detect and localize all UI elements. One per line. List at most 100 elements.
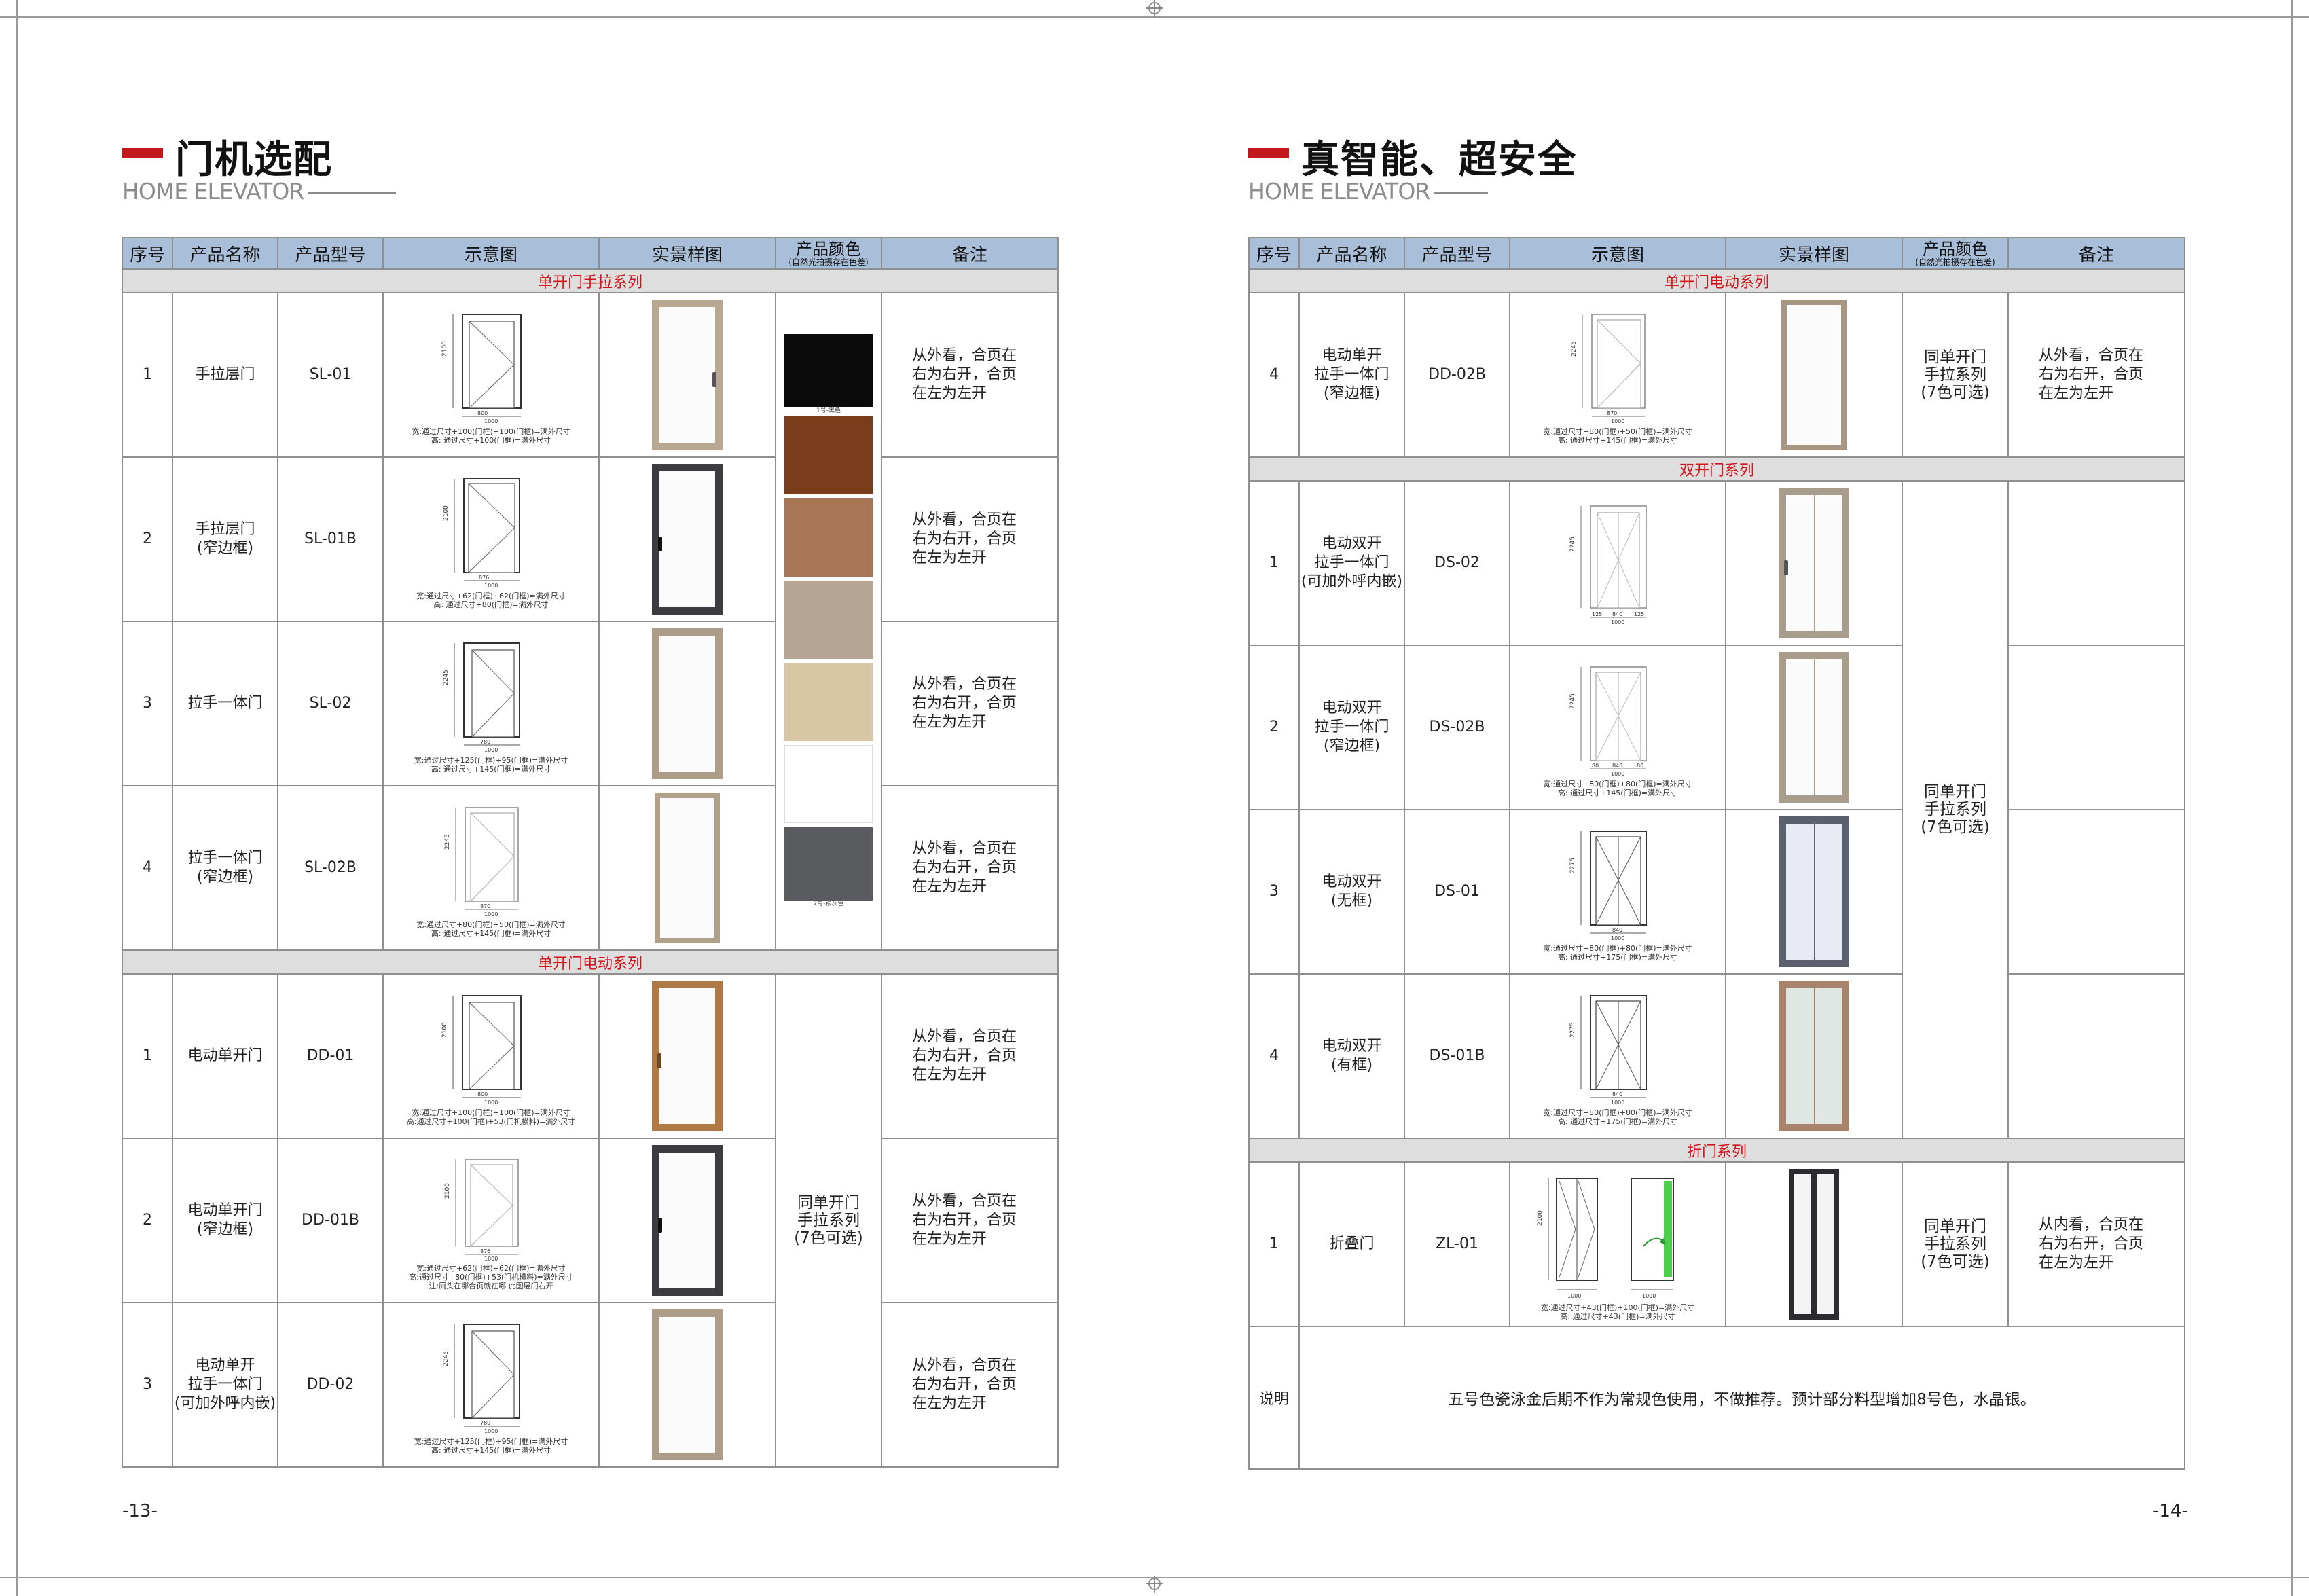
dimension-height-note: 高: 通过尺寸+43(门框)=满外尺寸 [1560,1312,1675,1321]
door-photo [652,1309,723,1460]
svg-text:80: 80 [1637,763,1643,769]
dimension-height-note: 高:通过尺寸+100(门框)+53(门机横料)=满外尺寸 [406,1117,576,1126]
svg-text:2100: 2100 [441,1022,448,1038]
page-title: 真智能、超安全 [1301,138,1577,182]
cell-remark: 从外看，合页在右为右开，合页在左为左开 [2007,292,2185,458]
header-photo: 实景样图 [598,237,776,270]
cell-remark: 从内看，合页在右为右开，合页在左为左开 [2007,1161,2185,1327]
header-remark: 备注 [881,237,1059,270]
svg-text:1000: 1000 [484,747,498,753]
svg-text:2275: 2275 [1569,1022,1576,1038]
svg-text:870: 870 [480,903,490,909]
cell-remark: 从外看，合页在右为右开，合页在左为左开 [881,1138,1059,1303]
header-color: 产品颜色(自然光拍摄存在色差) [775,237,882,270]
svg-text:2100: 2100 [441,341,448,357]
cell-no: 3 [122,1302,173,1468]
table-header-row: 序号 产品名称 产品型号 示意图 实景样图 产品颜色(自然光拍摄存在色差) 备注 [122,237,1059,270]
page-title: 门机选配 [175,138,333,182]
series-row-double: 双开门系列 [1248,456,2185,482]
door-photo [1789,1169,1839,1320]
series-label: 折门系列 [1248,1138,2185,1163]
svg-text:780: 780 [480,739,490,745]
cell-name: 电动双开 (无框) [1298,809,1405,975]
door-handle [658,537,662,551]
cell-color-double: 同单开门 手拉系列 (7色可选) [1902,480,2009,1139]
page-subtitle: HOME ELEVATOR [122,178,397,204]
header-color: 产品颜色(自然光拍摄存在色差) [1902,237,2009,270]
series-label: 单开门手拉系列 [122,268,1059,293]
svg-text:1000: 1000 [484,418,498,424]
svg-text:2275: 2275 [1569,858,1576,873]
dimension-width-note: 宽:通过尺寸+80(门框)+80(门框)=满外尺寸 [1543,780,1692,788]
door-photo [1779,652,1849,803]
cell-no: 4 [1248,973,1300,1139]
dimension-width-note: 宽:通过尺寸+80(门框)+80(门框)=满外尺寸 [1543,944,1692,953]
cell-no: 2 [1248,645,1300,810]
crop-line-left [16,0,18,1596]
cell-photo [598,621,776,786]
cell-name: 拉手一体门 (窄边框) [172,785,278,951]
header-photo: 实景样图 [1725,237,1903,270]
cell-photo [1725,1161,1903,1327]
cell-no: 1 [1248,480,1300,646]
cell-model: SL-01 [277,292,384,458]
svg-text:2245: 2245 [444,834,451,850]
door-photo [1781,300,1847,450]
dimension-width-note: 宽:通过尺寸+100(门框)+100(门框)=满外尺寸 [412,1108,570,1117]
cell-model: SL-02B [277,785,384,951]
title-accent-bar [122,148,163,158]
svg-text:2100: 2100 [443,505,450,521]
subtitle-rule [1434,192,1489,194]
door-handle [1784,560,1788,575]
cell-remark: 从外看，合页在右为右开，合页在左为左开 [881,785,1059,951]
explanation-row: 说明 五号色瓷泳金后期不作为常规色使用，不做推荐。预计部分料型增加8号色，水晶银… [1248,1326,2185,1470]
svg-text:840: 840 [1612,611,1622,617]
door-photo [652,628,723,779]
header-no: 序号 [1248,237,1300,270]
cell-no: 3 [122,621,173,786]
svg-text:780: 780 [480,1420,490,1426]
cell-photo [1725,292,1903,458]
series-row-electric: 单开门电动系列 [122,949,1059,975]
header-diagram: 示意图 [1509,237,1726,270]
page-number: -13- [122,1501,158,1521]
door-photo [652,1145,723,1296]
cell-model: DD-01 [277,973,384,1139]
header-no: 序号 [122,237,173,270]
dimension-width-note: 宽:通过尺寸+62(门框)+62(门框)=满外尺寸 [416,592,566,600]
cell-model: DD-02B [1404,292,1510,458]
svg-text:125: 125 [1592,611,1602,617]
cell-color: 同单开门 手拉系列 (7色可选) [1902,1161,2009,1327]
cell-model: DD-02 [277,1302,384,1468]
cell-model: ZL-01 [1404,1161,1510,1327]
svg-text:1000: 1000 [1611,619,1624,625]
header-remark: 备注 [2007,237,2185,270]
dimension-height-note: 高: 通过尺寸+145(门框)=满外尺寸 [431,1446,551,1455]
svg-text:1000: 1000 [1567,1293,1581,1299]
cell-model: DS-02 [1404,480,1510,646]
door-spec-table: 序号 产品名称 产品型号 示意图 实景样图 产品颜色(自然光拍摄存在色差) 备注… [122,237,1059,1468]
series-row-folding: 折门系列 [1248,1138,2185,1163]
swatch-label: 1号-黑色 [784,407,873,415]
remark-text: 从外看，合页在右为右开，合页在左为左开 [912,347,1017,402]
cell-name: 电动单开 拉手一体门 (可加外呼内嵌) [172,1302,278,1468]
cell-photo [598,456,776,622]
svg-text:2100: 2100 [1537,1210,1544,1226]
cell-remark: 从外看，合页在右为右开，合页在左为左开 [881,621,1059,786]
remark-text: 从内看，合页在右为右开，合页在左为左开 [2039,1216,2144,1271]
remark-text: 从外看，合页在右为右开，合页在左为左开 [912,511,1017,566]
subtitle-text: HOME ELEVATOR [122,178,304,204]
svg-text:1000: 1000 [1611,771,1624,777]
